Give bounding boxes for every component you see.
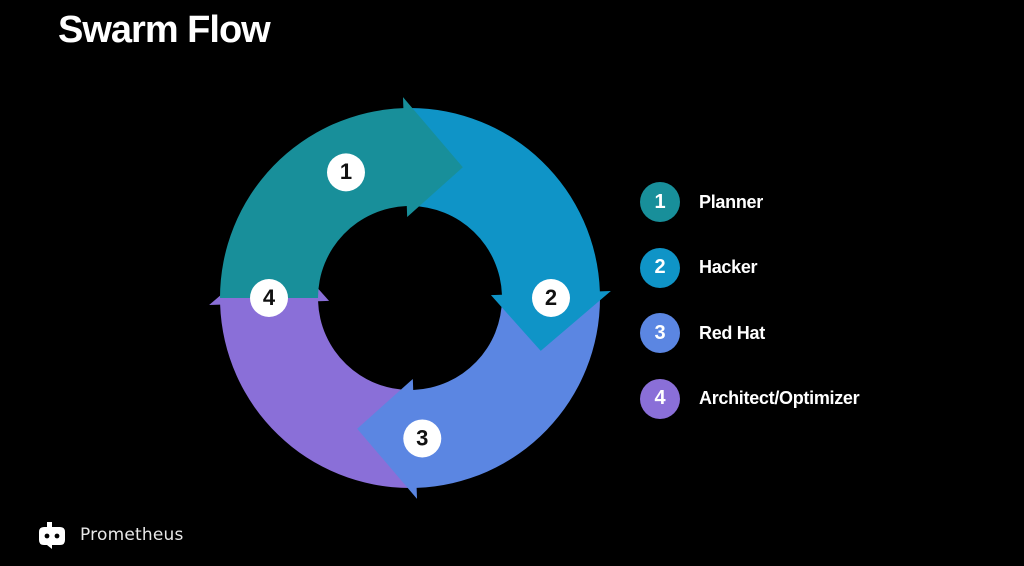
legend-label-architect-optimizer: Architect/Optimizer bbox=[699, 388, 860, 408]
legend-label-planner: Planner bbox=[699, 191, 763, 212]
legend-badge-3: 3 bbox=[640, 313, 680, 353]
legend-item-planner: 1 Planner bbox=[640, 182, 859, 222]
cycle-step-badge-4: 4 bbox=[250, 279, 288, 317]
cycle-arrow-planner bbox=[220, 97, 463, 299]
legend-badge-2: 2 bbox=[640, 247, 680, 288]
slide-title: Swarm Flow bbox=[58, 9, 271, 51]
cycle-step-badge-3: 3 bbox=[403, 419, 442, 458]
legend-label-hacker: Hacker bbox=[699, 257, 758, 277]
cycle-step-number: 4 bbox=[263, 285, 276, 310]
cycle-step-circle bbox=[403, 419, 442, 458]
footer-brand: Prometheus bbox=[38, 520, 184, 550]
cycle-step-number: 3 bbox=[416, 425, 428, 450]
cycle-step-circle bbox=[250, 279, 288, 317]
legend-badge-4: 4 bbox=[640, 378, 680, 419]
cycle-step-circle bbox=[532, 279, 570, 317]
cycle-step-number: 2 bbox=[545, 285, 557, 310]
cycle-step-circle bbox=[326, 153, 365, 192]
cycle-step-number: 1 bbox=[340, 159, 352, 184]
legend-badge-1: 1 bbox=[640, 182, 680, 222]
legend-item-hacker: 2 Hacker bbox=[640, 247, 859, 288]
footer-brand-name: Prometheus bbox=[80, 525, 184, 545]
prometheus-logo-icon bbox=[38, 520, 66, 550]
legend-item-red-hat: 3 Red Hat bbox=[640, 313, 859, 353]
legend-item-architect-optimizer: 4 Architect/Optimizer bbox=[640, 378, 860, 419]
legend-label-red-hat: Red Hat bbox=[699, 322, 765, 343]
cycle-step-badge-1: 1 bbox=[326, 153, 365, 192]
legend: 1 Planner 2 Hacker 3 Red Hat 4 Architect… bbox=[640, 182, 860, 444]
cycle-step-badge-2: 2 bbox=[532, 279, 570, 317]
